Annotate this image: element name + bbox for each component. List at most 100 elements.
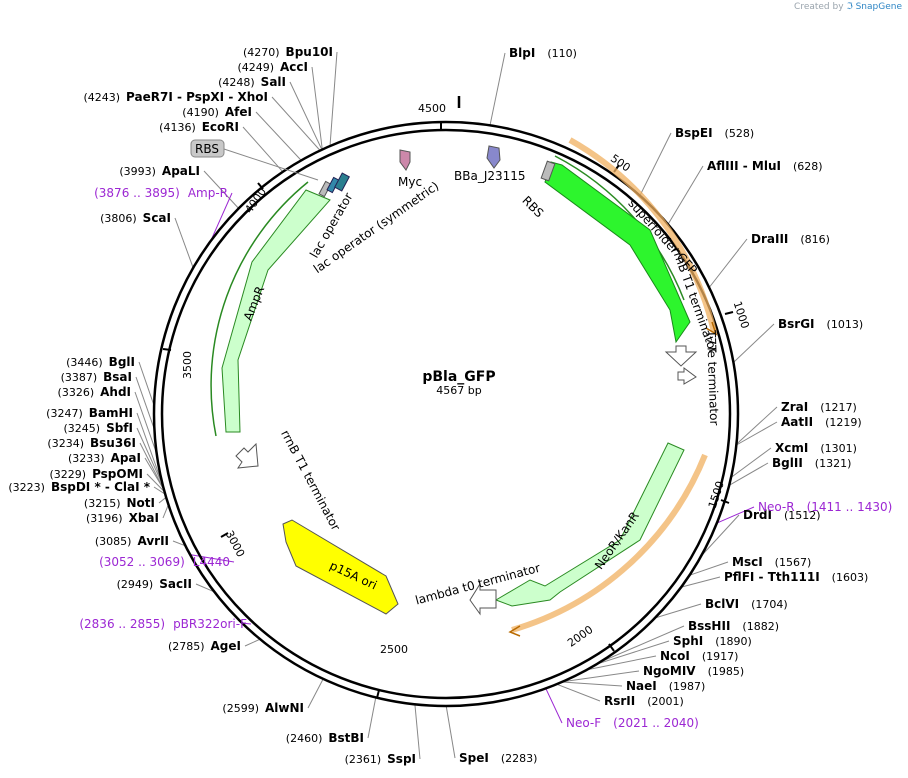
enzyme-leader [736, 406, 778, 445]
enzyme-position: (4243) [83, 91, 120, 104]
enzyme-leader [708, 238, 748, 288]
enzyme-label: (3223)BspDI * - ClaI * [8, 480, 150, 494]
enzyme-position: (2460) [286, 732, 323, 745]
tick-2500: 2500 [376, 643, 408, 699]
enzyme-label: BspEI(528) [675, 126, 754, 140]
enzyme-label: BclVI(1704) [705, 597, 788, 611]
enzyme-position: (3247) [46, 407, 83, 420]
enzyme-site: (2361)SspI [345, 752, 416, 766]
enzyme-position: (816) [800, 233, 830, 246]
enzyme-leader [195, 583, 215, 593]
plasmid-size: 4567 bp [436, 384, 481, 397]
feature-superfolder-gfp: superfolder GFP [540, 137, 718, 344]
enzyme-position: (2785) [168, 640, 205, 653]
tick-3500: 3500 [162, 348, 194, 379]
feature-ampr: AmpR [210, 181, 331, 437]
primer-range: (1411 .. 1430) [807, 500, 893, 514]
enzyme-site: (2460)BstBI [286, 731, 364, 745]
primer-site: (2836 .. 2855)pBR322ori-F [79, 617, 247, 631]
enzyme-site: (3245)SbfI [64, 421, 134, 435]
primer-leader [190, 554, 235, 563]
enzyme-label: BlpI(110) [509, 46, 577, 60]
primer-site: (3876 .. 3895)Amp-R [94, 186, 228, 200]
enzyme-position: (1987) [669, 680, 706, 693]
enzyme-label: (4190)AfeI [182, 105, 252, 119]
enzyme-position: (3245) [64, 422, 101, 435]
enzyme-site: (4190)AfeI [182, 105, 252, 119]
enzyme-position: (1882) [742, 620, 779, 633]
primer-range: (2836 .. 2855) [79, 617, 165, 631]
enzyme-label: (3446)BglI [66, 355, 135, 369]
enzyme-leader [174, 217, 194, 269]
enzyme-position: (3993) [119, 165, 156, 178]
enzyme-label: BglII(1321) [772, 456, 851, 470]
enzyme-name: BsrGI [778, 317, 815, 331]
enzyme-name: NotI [127, 496, 156, 510]
enzyme-name: BsaI [103, 370, 132, 384]
enzyme-leader [136, 427, 164, 486]
enzyme-leader [681, 576, 721, 588]
leader-lines [134, 51, 778, 760]
feature-label: RBS [195, 142, 219, 156]
enzyme-site: AflIII - MluI(628) [707, 159, 823, 173]
snapgene-credit: Created by ℑ SnapGene [794, 2, 902, 12]
primer-label: Neo-F(2021 .. 2040) [566, 716, 699, 730]
enzyme-name: AgeI [211, 639, 241, 653]
enzyme-position: (1013) [827, 318, 864, 331]
enzyme-name: AflIII - MluI [707, 159, 781, 173]
enzyme-leader [728, 462, 769, 486]
enzyme-position: (3234) [47, 437, 84, 450]
tick-4500: 4500 [418, 102, 446, 131]
enzyme-leader [639, 132, 672, 196]
enzyme-name: AvrII [137, 534, 169, 548]
enzyme-label: BsrGI (1013) [778, 317, 863, 331]
enzyme-site: (3085) AvrII [95, 534, 169, 548]
primer-name: Amp-R [188, 186, 228, 200]
enzyme-leader [134, 391, 158, 454]
enzyme-leader [667, 165, 704, 225]
enzyme-label: (4248)SalI [218, 75, 286, 89]
enzyme-leader [153, 486, 166, 495]
primer-site: (3052 .. 3069)L4440 [99, 555, 230, 569]
enzyme-leader [136, 412, 164, 486]
enzyme-position: (3085) [95, 535, 132, 548]
enzyme-label: AatII (1219) [781, 415, 862, 429]
enzyme-position: (1567) [775, 556, 812, 569]
enzyme-site: BlpI(110) [509, 46, 577, 60]
enzyme-leader [307, 678, 324, 709]
enzyme-leader [596, 640, 670, 665]
enzyme-label: (3245)SbfI [64, 421, 134, 435]
enzyme-leader [561, 681, 623, 687]
enzyme-label: DrdI(1512) [743, 508, 821, 522]
enzyme-site: (3446)BglI [66, 355, 135, 369]
enzyme-site: (4136)EcoRI [159, 120, 239, 134]
enzyme-position: (110) [547, 47, 577, 60]
enzyme-leader [255, 111, 302, 161]
enzyme-site: DraIII(816) [751, 232, 830, 246]
enzyme-position: (3446) [66, 356, 103, 369]
primer-range: (3052 .. 3069) [99, 555, 185, 569]
enzyme-position: (3223) [8, 481, 45, 494]
enzyme-position: (4270) [243, 46, 280, 59]
feature-label: RBS [519, 193, 546, 220]
enzyme-site: BssHII(1882) [688, 619, 779, 633]
enzyme-position: (2949) [117, 578, 154, 591]
enzyme-leader [367, 697, 377, 739]
enzyme-site: RsrII(2001) [604, 694, 684, 708]
enzyme-label: (4249)AccI [237, 60, 308, 74]
enzyme-leader [733, 323, 775, 363]
enzyme-position: (1219) [825, 416, 862, 429]
enzyme-leader [730, 447, 772, 478]
enzyme-name: AatII [781, 415, 813, 429]
enzyme-position: (1985) [708, 665, 745, 678]
enzyme-label: (3233)ApaI [68, 451, 141, 465]
enzyme-leader [556, 683, 601, 702]
enzyme-position: (2599) [222, 702, 259, 715]
enzyme-label: (3247)BamHI [46, 406, 133, 420]
enzyme-leader [445, 705, 456, 759]
enzyme-label: (2460)BstBI [286, 731, 364, 745]
primer-site: Neo-R(1411 .. 1430) [758, 500, 892, 514]
enzyme-site: (3806)ScaI [100, 211, 171, 225]
enzyme-label: PflFI - Tth111I(1603) [724, 570, 868, 584]
feature-rbs-right: RBS [519, 193, 546, 220]
